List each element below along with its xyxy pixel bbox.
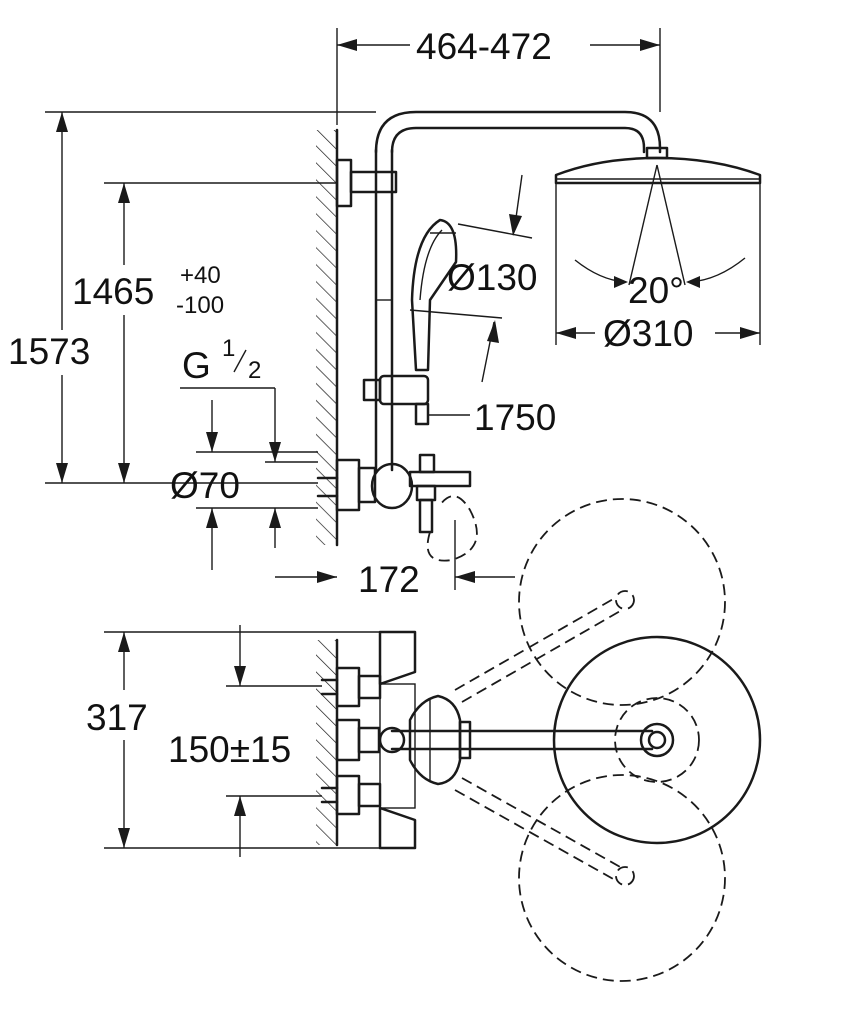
- arm-projection-dim: 464-472: [416, 26, 552, 67]
- head-shower-diameter-dim: Ø310: [603, 313, 694, 354]
- shower-arm: [374, 110, 662, 154]
- thread-denominator: 2: [248, 357, 261, 384]
- plan-wall-hatching: [316, 640, 337, 845]
- plan-depth-dim: 317: [86, 697, 148, 738]
- wall-bracket: [335, 158, 353, 208]
- upper-inlet: [335, 666, 361, 708]
- head-shower: [554, 156, 762, 185]
- hand-shower: [410, 218, 458, 372]
- plan-view: 317 150±15: [86, 498, 762, 982]
- outlet-tolerance-upper: +40: [180, 262, 221, 289]
- side-elevation-view: 464-472 1573 1465 +40 -100 G 1 2: [8, 26, 762, 600]
- outlet-tolerance-lower: -100: [176, 292, 224, 319]
- thread-numerator: 1: [222, 335, 235, 362]
- hand-shower-diameter-dim: Ø130: [447, 257, 538, 298]
- mixer-projection-dim: 172: [358, 559, 420, 600]
- outlet-height-dim: 1465: [72, 271, 154, 312]
- connection-thread-dim: G: [182, 345, 211, 386]
- slider: [362, 378, 382, 402]
- escutcheon-diameter-dim: Ø70: [170, 465, 240, 506]
- swivel-upper: [518, 498, 726, 706]
- plan-head-shower: [552, 635, 762, 845]
- plan-hand-shower: [408, 694, 462, 786]
- total-height-dim: 1573: [8, 331, 90, 372]
- swivel-lower: [518, 774, 726, 982]
- mixer-body: [335, 458, 361, 512]
- inlet-spacing-dim: 150±15: [168, 729, 291, 770]
- hose-loop: [426, 495, 478, 562]
- wall-hatching: [316, 130, 337, 545]
- hose-length-dim: 1750: [474, 397, 556, 438]
- spray-angle-dim: 20°: [628, 270, 684, 311]
- lower-inlet: [335, 774, 361, 816]
